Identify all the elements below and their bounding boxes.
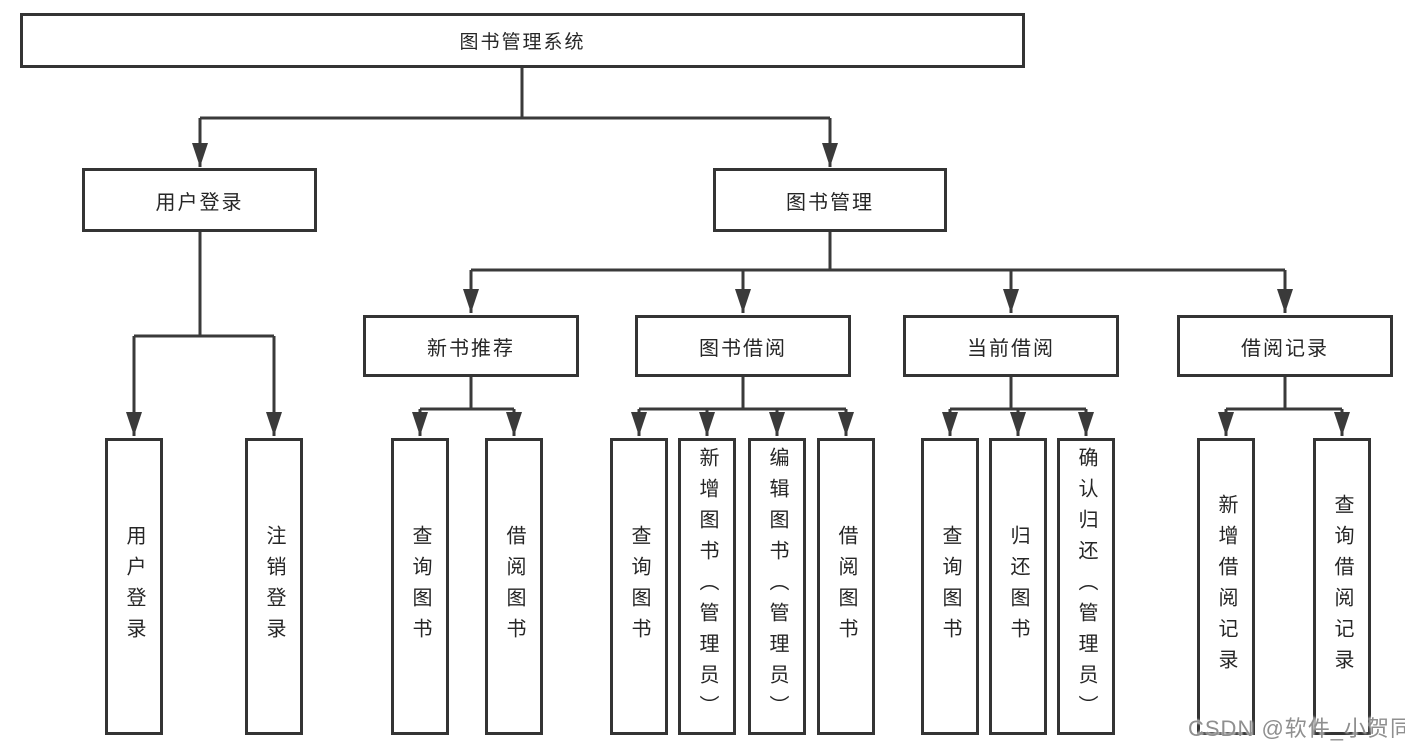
leaf-query-books-current: 查询图书 bbox=[921, 438, 979, 735]
leaf-label: 借阅图书 bbox=[835, 524, 857, 649]
leaf-query-borrow-record: 查询借阅记录 bbox=[1313, 438, 1371, 735]
leaf-label: 确认归还（管理员） bbox=[1075, 447, 1097, 726]
leaf-label: 注销登录 bbox=[263, 524, 285, 649]
leaf-label: 借阅图书 bbox=[503, 524, 525, 649]
node-new-book-recommend: 新书推荐 bbox=[363, 315, 579, 377]
leaf-query-books-borrow: 查询图书 bbox=[610, 438, 668, 735]
leaf-label: 编辑图书（管理员） bbox=[766, 447, 788, 726]
node-book-management: 图书管理 bbox=[713, 168, 947, 232]
node-current-borrowing: 当前借阅 bbox=[903, 315, 1119, 377]
leaf-confirm-return-admin: 确认归还（管理员） bbox=[1057, 438, 1115, 735]
node-user-login: 用户登录 bbox=[82, 168, 317, 232]
node-label: 当前借阅 bbox=[967, 337, 1055, 360]
leaf-add-books-admin: 新增图书（管理员） bbox=[678, 438, 736, 735]
leaf-logout-login: 注销登录 bbox=[245, 438, 303, 735]
leaf-label: 查询图书 bbox=[628, 524, 650, 649]
leaf-label: 新增图书（管理员） bbox=[696, 447, 718, 726]
csdn-watermark: CSDN @软件_小贺同学 bbox=[1188, 716, 1405, 741]
leaf-borrow-books-recommend: 借阅图书 bbox=[485, 438, 543, 735]
leaf-query-books-recommend: 查询图书 bbox=[391, 438, 449, 735]
leaf-label: 归还图书 bbox=[1007, 524, 1029, 649]
node-label: 用户登录 bbox=[155, 191, 244, 214]
node-label: 图书借阅 bbox=[699, 337, 787, 360]
leaf-add-borrow-record: 新增借阅记录 bbox=[1197, 438, 1255, 735]
leaf-return-books: 归还图书 bbox=[989, 438, 1047, 735]
node-library-management-system: 图书管理系统 bbox=[20, 13, 1025, 68]
node-label: 图书管理系统 bbox=[459, 32, 586, 53]
node-label: 借阅记录 bbox=[1241, 337, 1329, 360]
leaf-label: 查询图书 bbox=[939, 524, 961, 649]
leaf-label: 用户登录 bbox=[123, 524, 145, 649]
node-borrowing-records: 借阅记录 bbox=[1177, 315, 1393, 377]
leaf-borrow-books: 借阅图书 bbox=[817, 438, 875, 735]
leaf-label: 查询图书 bbox=[409, 524, 431, 649]
leaf-label: 查询借阅记录 bbox=[1331, 493, 1353, 680]
leaf-user-login: 用户登录 bbox=[105, 438, 163, 735]
node-label: 图书管理 bbox=[786, 191, 874, 214]
node-book-borrowing: 图书借阅 bbox=[635, 315, 851, 377]
node-label: 新书推荐 bbox=[427, 337, 515, 360]
leaf-edit-books-admin: 编辑图书（管理员） bbox=[748, 438, 806, 735]
leaf-label: 新增借阅记录 bbox=[1215, 493, 1237, 680]
